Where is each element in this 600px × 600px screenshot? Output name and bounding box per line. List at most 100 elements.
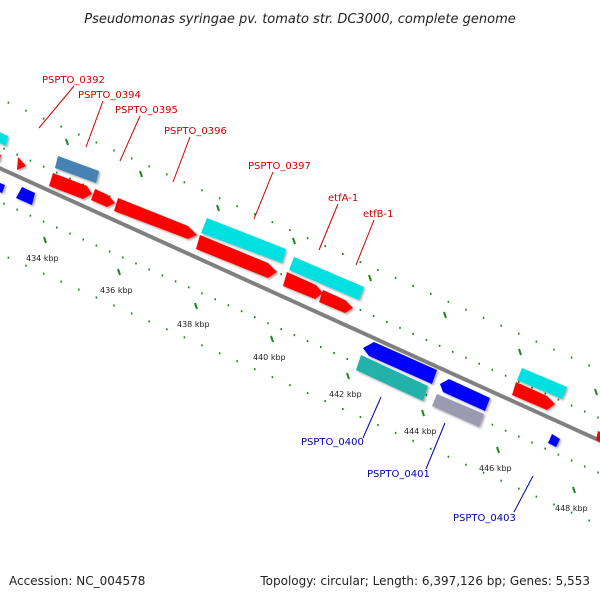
- major-tick: [65, 138, 69, 146]
- major-tick: [270, 335, 274, 343]
- tick-dot: [394, 431, 397, 434]
- gene-label[interactable]: PSPTO_0403: [453, 513, 516, 524]
- tick-dot: [240, 310, 243, 313]
- tick-dot: [254, 213, 256, 216]
- major-tick: [421, 409, 425, 417]
- tick-dot: [188, 286, 190, 289]
- tick-dot: [465, 356, 467, 359]
- tick-dot: [148, 165, 150, 168]
- tick-dot: [346, 358, 348, 361]
- tick-dot: [289, 229, 291, 232]
- major-tick: [139, 170, 143, 178]
- tick-dot: [113, 304, 115, 307]
- callout-line: [172, 136, 191, 183]
- gene-label[interactable]: PSPTO_0392: [42, 75, 105, 86]
- tick-dot: [166, 328, 168, 331]
- tick-dot: [183, 181, 186, 184]
- gene-arrow-blue[interactable]: [363, 342, 437, 384]
- gene-label[interactable]: PSPTO_0396: [164, 126, 227, 137]
- callout-line: [38, 85, 75, 129]
- tick-dot: [82, 238, 84, 241]
- tick-label: 434 kbp: [26, 254, 59, 263]
- gene-label[interactable]: PSPTO_0394: [78, 90, 141, 101]
- gene-label[interactable]: etfB-1: [363, 209, 393, 220]
- gene-arrow-red[interactable]: [196, 235, 277, 278]
- tick-dot: [584, 410, 586, 413]
- major-tick: [443, 311, 447, 319]
- gene-arrow-red[interactable]: [114, 198, 197, 239]
- tick-dot: [491, 423, 494, 426]
- genome-backbone: [0, 166, 600, 443]
- tick-dot: [465, 308, 467, 311]
- tick-label: 440 kbp: [253, 353, 286, 362]
- gene-arrow-gray[interactable]: [432, 394, 484, 427]
- accession-text: Accession: NC_004578: [9, 574, 146, 588]
- tick-label: 448 kbp: [555, 504, 588, 513]
- tick-dot: [271, 376, 274, 379]
- gene-arrow-blue[interactable]: [16, 187, 35, 205]
- tick-dot: [236, 360, 238, 363]
- callout-line: [119, 115, 141, 162]
- gene-arrow-red[interactable]: [91, 189, 115, 207]
- callout-line: [362, 396, 382, 439]
- gene-arrow-blue[interactable]: [440, 379, 490, 411]
- tick-dot: [3, 147, 5, 150]
- tick-dot: [280, 328, 282, 331]
- tick-dot: [482, 316, 485, 319]
- major-ticks: [43, 138, 598, 494]
- callout-line: [513, 475, 534, 513]
- gene-arrow-red[interactable]: [0, 152, 1, 162]
- gene-arrow-cyan[interactable]: [0, 130, 8, 146]
- gene-arrow-cyan[interactable]: [289, 257, 364, 300]
- gene-label[interactable]: PSPTO_0395: [115, 105, 178, 116]
- tick-label: 446 kbp: [479, 464, 512, 473]
- tick-dot: [108, 195, 111, 198]
- major-tick: [43, 236, 47, 244]
- tick-dot: [60, 125, 62, 128]
- tick-label: 438 kbp: [177, 320, 210, 329]
- tick-dot: [597, 471, 599, 474]
- gene-arrow-red[interactable]: [49, 173, 92, 199]
- gene-arrow-blue[interactable]: [548, 434, 560, 447]
- tick-dot: [359, 415, 362, 418]
- gene-arrow-blue[interactable]: [0, 181, 5, 193]
- tick-dot: [377, 423, 379, 426]
- tick-dot: [25, 109, 27, 112]
- tick-dot: [359, 260, 362, 263]
- major-tick: [572, 486, 576, 494]
- gene-label[interactable]: etfA-1: [328, 193, 358, 204]
- gene-arrow-red[interactable]: [17, 157, 26, 170]
- tick-dot: [280, 273, 282, 276]
- gene-arrow-cyan[interactable]: [517, 368, 567, 399]
- tick-dot: [430, 447, 432, 450]
- tick-dot: [342, 408, 344, 411]
- gene-label[interactable]: PSPTO_0400: [301, 437, 364, 448]
- gene-arrow-red[interactable]: [512, 382, 555, 410]
- tick-dot: [130, 157, 133, 160]
- gene-arrow-steelblue[interactable]: [55, 156, 99, 183]
- callout-line: [253, 171, 274, 220]
- major-tick: [496, 446, 500, 454]
- callout-line: [318, 203, 339, 251]
- tick-label: 444 kbp: [404, 427, 437, 436]
- major-tick: [594, 388, 598, 396]
- gene-arrow-red[interactable]: [319, 290, 353, 313]
- tick-dot: [95, 296, 98, 299]
- tick-label: 442 kbp: [329, 390, 362, 399]
- tick-dot: [42, 220, 45, 223]
- gene-arrow-cyan[interactable]: [201, 218, 286, 263]
- gene-arrow-red[interactable]: [596, 431, 600, 443]
- gene-arrow-teal[interactable]: [356, 355, 428, 401]
- callout-line: [425, 422, 446, 470]
- tick-dot: [553, 348, 555, 351]
- gene-label[interactable]: PSPTO_0401: [367, 469, 430, 480]
- tick-dot: [16, 208, 18, 211]
- tick-dot: [518, 487, 520, 490]
- gene-arrow-red[interactable]: [283, 272, 323, 299]
- tick-dot: [535, 340, 538, 343]
- tick-dot: [535, 495, 538, 498]
- gene-label[interactable]: PSPTO_0397: [248, 161, 311, 172]
- tick-dot: [254, 368, 256, 371]
